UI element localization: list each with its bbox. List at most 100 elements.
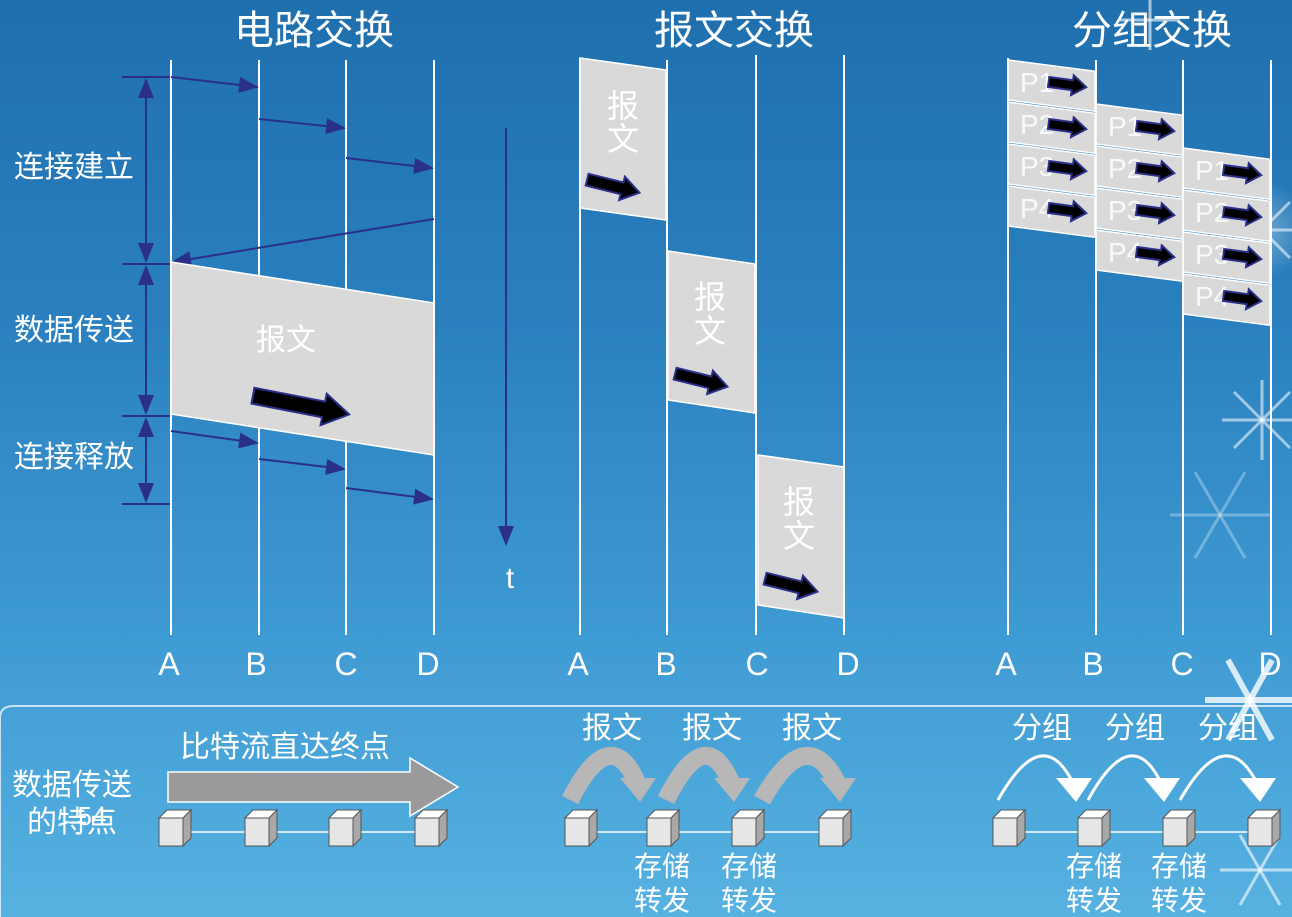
switch-node bbox=[244, 817, 270, 847]
arrow-right-icon bbox=[1134, 243, 1176, 267]
message-node-b: B bbox=[655, 646, 676, 682]
arrow-right-icon bbox=[1046, 199, 1088, 223]
switch-node-side bbox=[1016, 808, 1026, 848]
packet-node-d: D bbox=[1258, 646, 1281, 682]
hop-arrow-icon bbox=[1178, 754, 1260, 801]
forward-label-4: 转发 bbox=[1151, 884, 1207, 917]
slide-number: 54 bbox=[78, 801, 107, 831]
circuit-message-block bbox=[170, 261, 435, 456]
message-char-3: 报 bbox=[694, 279, 726, 315]
forward-label-3: 转发 bbox=[1066, 884, 1122, 917]
circuit-message-label: 报文 bbox=[256, 324, 316, 357]
arrow-right-icon bbox=[1221, 161, 1263, 185]
switch-node-side bbox=[438, 808, 448, 848]
arrow-right-icon bbox=[672, 366, 730, 396]
switch-node bbox=[328, 817, 354, 847]
hop-arrowhead-icon bbox=[1144, 778, 1180, 802]
packet-hop-2: 分组 bbox=[1105, 711, 1165, 746]
arrow-right-icon bbox=[1221, 245, 1263, 269]
switch-node-side bbox=[1101, 808, 1111, 848]
message-char-1: 报 bbox=[607, 88, 639, 124]
hop-arrow-icon bbox=[561, 747, 647, 805]
packet-hop-3: 分组 bbox=[1198, 711, 1258, 746]
switch-node-side bbox=[755, 808, 765, 848]
message-char-6: 文 bbox=[783, 518, 815, 554]
switch-node bbox=[731, 817, 757, 847]
store-label-2: 存储 bbox=[721, 850, 777, 883]
packet-node-a: A bbox=[995, 646, 1017, 682]
forward-label-1: 转发 bbox=[634, 884, 690, 917]
bitstream-caption: 比特流直达终点 bbox=[180, 730, 390, 765]
hop-arrow-icon bbox=[754, 747, 847, 805]
hop-arrowhead-icon bbox=[714, 778, 750, 802]
hop-arrows bbox=[561, 747, 1276, 805]
packet-title: 分组交换 bbox=[1072, 9, 1232, 53]
message-hop-3: 报文 bbox=[782, 711, 842, 746]
store-label-4: 存储 bbox=[1151, 850, 1207, 883]
switch-node-side bbox=[352, 808, 362, 848]
switch-node bbox=[414, 817, 440, 847]
message-node-d: D bbox=[836, 646, 859, 682]
message-hop-1: 报文 bbox=[582, 711, 642, 746]
message-title: 报文交换 bbox=[654, 9, 814, 53]
bitstream-arrow-icon bbox=[167, 756, 460, 818]
arrow-right-icon bbox=[1134, 201, 1176, 225]
packet-node-b: B bbox=[1082, 646, 1103, 682]
message-char-2: 文 bbox=[607, 121, 639, 157]
circuit-node-c: C bbox=[334, 646, 357, 682]
switch-node bbox=[564, 817, 590, 847]
arrow-right-icon bbox=[250, 386, 352, 427]
arrow-right-icon bbox=[1046, 115, 1088, 139]
hop-arrow-icon bbox=[1086, 754, 1164, 801]
circuit-switching-panel: 电路交换 连接建立 数据传送 连接释放 bbox=[14, 9, 440, 682]
switch-node-side bbox=[588, 808, 598, 848]
packet-node-c: C bbox=[1170, 646, 1193, 682]
message-node-a: A bbox=[567, 646, 589, 682]
switch-node-side bbox=[670, 808, 680, 848]
circuit-node-b: B bbox=[245, 646, 266, 682]
switch-node bbox=[1162, 817, 1188, 847]
store-label-3: 存储 bbox=[1066, 850, 1122, 883]
arrow-right-icon bbox=[1134, 159, 1176, 183]
switch-node bbox=[646, 817, 672, 847]
switch-node-side bbox=[1186, 808, 1196, 848]
hop-arrowhead-icon bbox=[820, 778, 856, 802]
switch-node bbox=[1247, 817, 1273, 847]
message-char-5: 报 bbox=[783, 484, 815, 520]
hop-arrowhead-icon bbox=[1240, 778, 1276, 802]
message-char-4: 文 bbox=[694, 313, 726, 349]
switch-node-side bbox=[1271, 808, 1281, 848]
phase-release: 连接释放 bbox=[14, 441, 134, 474]
hop-arrow-icon bbox=[996, 754, 1076, 801]
row-label-line2: 的特点 bbox=[27, 805, 117, 840]
message-node-c: C bbox=[745, 646, 768, 682]
circuit-node-a: A bbox=[158, 646, 180, 682]
switch-node-side bbox=[268, 808, 278, 848]
packet-hop-1: 分组 bbox=[1012, 711, 1072, 746]
arrow-right-icon bbox=[1046, 157, 1088, 181]
arrow-right-icon bbox=[1221, 287, 1263, 311]
forward-label-2: 转发 bbox=[721, 884, 777, 917]
phase-bracket bbox=[122, 76, 170, 505]
time-label: t bbox=[506, 562, 515, 595]
release-signals bbox=[170, 430, 434, 505]
phase-setup: 连接建立 bbox=[14, 151, 134, 184]
message-switching-panel: 报文交换 t 报 文 报 文 报 文 A B C bbox=[498, 9, 860, 682]
hop-arrowhead-icon bbox=[1056, 778, 1092, 802]
switch-node bbox=[158, 817, 184, 847]
phase-transfer: 数据传送 bbox=[14, 314, 134, 347]
arrow-right-icon bbox=[1221, 203, 1263, 227]
switch-node-side bbox=[842, 808, 852, 848]
arrow-right-icon bbox=[762, 571, 820, 601]
message-hop-2: 报文 bbox=[682, 711, 742, 746]
switch-node bbox=[992, 817, 1018, 847]
hop-arrowhead-icon bbox=[620, 778, 656, 802]
switch-node bbox=[1077, 817, 1103, 847]
store-label-1: 存储 bbox=[634, 850, 690, 883]
switch-node-side bbox=[182, 808, 192, 848]
bottom-switch-nodes bbox=[157, 808, 1282, 848]
setup-signals bbox=[170, 76, 435, 267]
arrow-right-icon bbox=[1134, 117, 1176, 141]
